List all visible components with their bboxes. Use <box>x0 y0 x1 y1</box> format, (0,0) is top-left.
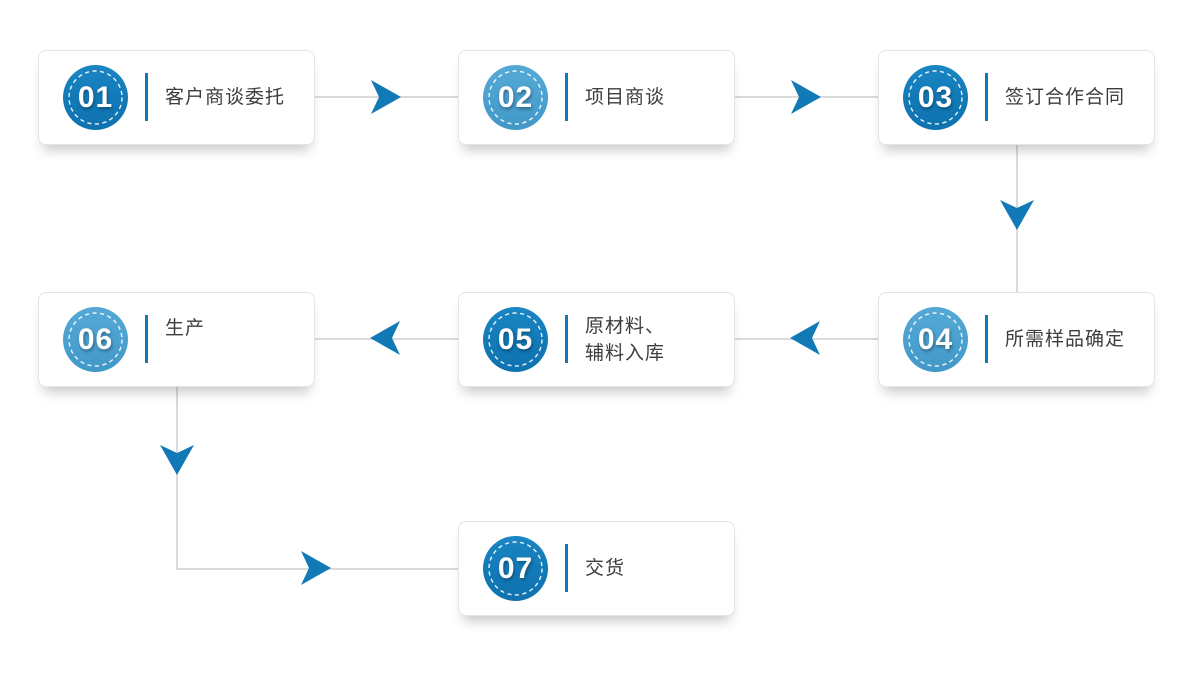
step-number: 02 <box>497 80 534 114</box>
step-number-badge: 03 <box>903 65 968 130</box>
arrow-down-icon <box>160 445 194 475</box>
step-number-badge: 04 <box>903 307 968 372</box>
step-label: 所需样品确定 <box>1005 329 1126 350</box>
step-card-5: 05 原材料、 辅料入库 <box>458 292 735 387</box>
step-card-4: 04 所需样品确定 <box>878 292 1155 387</box>
step-number-badge: 06 <box>63 307 128 372</box>
divider <box>565 544 568 592</box>
step-label: 项目商谈 <box>585 87 666 108</box>
divider <box>565 315 568 363</box>
arrow-right-icon <box>371 80 401 114</box>
divider <box>985 73 988 121</box>
step-number: 07 <box>497 551 534 585</box>
step-label: 交货 <box>585 558 626 579</box>
step-number: 03 <box>917 80 954 114</box>
step-number: 01 <box>77 80 114 114</box>
step-label: 生产 <box>165 318 206 339</box>
divider <box>145 73 148 121</box>
step-label: 原材料、 辅料入库 <box>585 315 666 364</box>
step-number-badge: 05 <box>483 307 548 372</box>
divider <box>565 73 568 121</box>
step-card-7: 07 交货 <box>458 521 735 616</box>
divider <box>985 315 988 363</box>
arrow-right-icon <box>301 551 331 585</box>
step-number-badge: 01 <box>63 65 128 130</box>
step-card-1: 01 客户商谈委托 <box>38 50 315 145</box>
step-card-3: 03 签订合作合同 <box>878 50 1155 145</box>
step-number: 04 <box>917 322 954 356</box>
arrow-left-icon <box>790 321 820 355</box>
step-card-2: 02 项目商谈 <box>458 50 735 145</box>
divider <box>145 315 148 363</box>
arrow-down-icon <box>1000 200 1034 230</box>
step-label: 客户商谈委托 <box>165 87 286 108</box>
step-number: 05 <box>497 322 534 356</box>
step-card-6: 06 生产 <box>38 292 315 387</box>
step-number-badge: 02 <box>483 65 548 130</box>
step-label: 签订合作合同 <box>1005 87 1126 108</box>
connector-step6-step7-vertical <box>176 387 178 570</box>
step-number: 06 <box>77 322 114 356</box>
arrow-right-icon <box>791 80 821 114</box>
arrow-left-icon <box>370 321 400 355</box>
step-number-badge: 07 <box>483 536 548 601</box>
